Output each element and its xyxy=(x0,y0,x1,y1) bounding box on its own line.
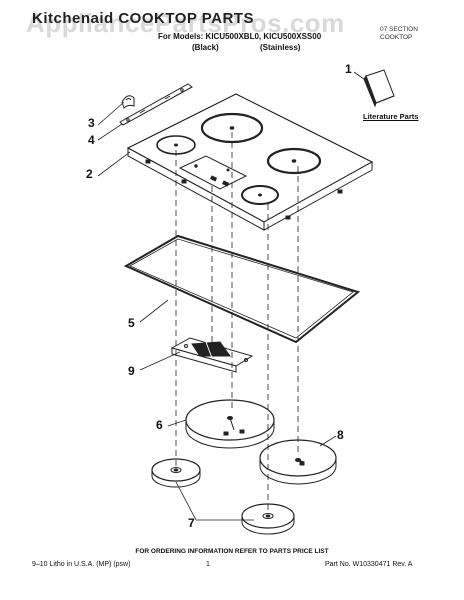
callout-6: 6 xyxy=(156,418,163,432)
ordering-note: FOR ORDERING INFORMATION REFER TO PARTS … xyxy=(135,548,329,555)
clip xyxy=(121,95,135,109)
leader-lines xyxy=(97,71,369,521)
callout-3: 3 xyxy=(88,116,95,130)
section-line-1: 07 SECTION xyxy=(380,26,418,33)
model-numbers: For Models: KICU500XBL0, KICU500XSS00 xyxy=(158,32,322,41)
model-black-label: (Black) xyxy=(192,43,219,52)
section-label: 07 SECTION COOKTOP xyxy=(380,26,418,42)
part-number: Part No. W10330471 Rev. A xyxy=(325,561,413,568)
page-title: Kitchenaid COOKTOP PARTS xyxy=(32,10,255,27)
large-element xyxy=(185,399,275,449)
print-info: 9–10 Litho in U.S.A. (MP) (psw) xyxy=(32,561,131,568)
callout-2: 2 xyxy=(86,167,93,181)
literature-parts-label: Literature Parts xyxy=(363,112,419,121)
callout-8: 8 xyxy=(337,428,344,442)
small-element-left xyxy=(151,458,201,488)
watermark: AppliancePartsPros.com xyxy=(26,8,345,38)
callout-9: 9 xyxy=(128,364,135,378)
alignment-lines xyxy=(175,132,299,512)
glass-cooktop xyxy=(126,93,374,231)
callout-5: 5 xyxy=(128,316,135,330)
callout-7: 7 xyxy=(188,516,195,530)
model-stainless-label: (Stainless) xyxy=(260,43,301,52)
page-number: 1 xyxy=(206,561,210,568)
literature-booklet xyxy=(363,69,395,108)
section-line-2: COOKTOP xyxy=(380,34,413,41)
gasket xyxy=(123,234,361,344)
callout-1: 1 xyxy=(345,62,352,76)
callout-4: 4 xyxy=(88,133,95,147)
control-board xyxy=(170,337,254,373)
